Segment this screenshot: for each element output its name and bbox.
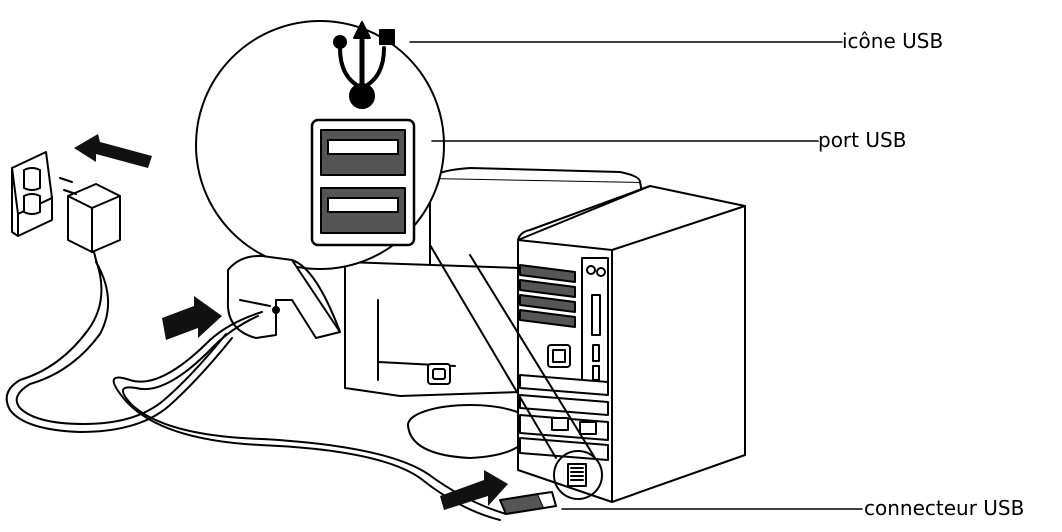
power-adapter (5, 177, 233, 433)
computer-tower (517, 185, 746, 503)
usb-trident-icon (333, 21, 395, 109)
usb-zoom-circle (195, 20, 596, 459)
usb-plug (499, 491, 557, 515)
callout-lines (409, 41, 863, 510)
power-outlet (11, 151, 53, 237)
usb-port-label: port USB (818, 128, 907, 152)
usb-port-block (310, 118, 416, 247)
usb-connector-label: connecteur USB (864, 496, 1025, 520)
usb-icon-label: icône USB (842, 29, 944, 53)
arrow-icon (74, 134, 508, 510)
cradle (112, 254, 507, 521)
